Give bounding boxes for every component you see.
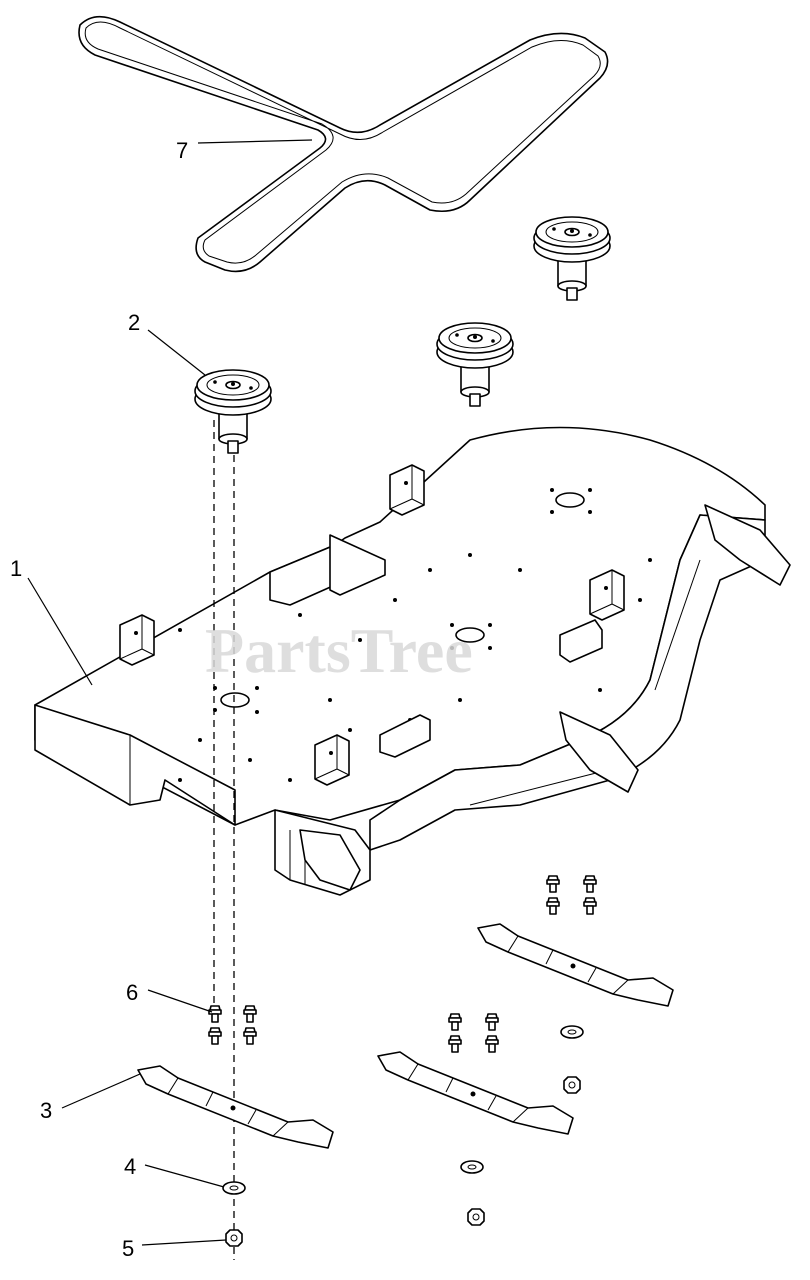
- washer: [222, 1181, 246, 1195]
- leader-line-7: [197, 139, 313, 144]
- mower-blade: [137, 1065, 334, 1149]
- leader-line-4: [144, 1164, 225, 1188]
- bolt-group: [448, 1013, 499, 1053]
- leader-line-6: [147, 989, 213, 1013]
- nut: [225, 1229, 243, 1247]
- leader-line-5: [141, 1239, 227, 1246]
- spindle-assembly: [194, 369, 272, 454]
- watermark: PartsTree: [205, 615, 473, 686]
- washer: [560, 1025, 584, 1039]
- nut: [467, 1208, 485, 1226]
- callout-2: 2: [128, 310, 140, 335]
- mower-deck: [34, 426, 791, 896]
- belt: [78, 15, 609, 273]
- mower-blade: [477, 923, 674, 1007]
- washer: [460, 1160, 484, 1174]
- bolt-group: [546, 875, 597, 915]
- callout-4: 4: [124, 1154, 136, 1179]
- bolt-group: [208, 1005, 257, 1045]
- spindle-assembly: [533, 216, 611, 301]
- callout-5: 5: [122, 1236, 134, 1261]
- leader-line-1: [27, 577, 93, 686]
- spindle-assembly: [436, 322, 514, 407]
- callout-1: 1: [10, 556, 22, 581]
- mower-blade: [377, 1051, 574, 1135]
- leader-line-3: [61, 1073, 141, 1109]
- callout-3: 3: [40, 1098, 52, 1123]
- callout-6: 6: [126, 980, 138, 1005]
- callout-7: 7: [176, 138, 188, 163]
- nut: [563, 1076, 581, 1094]
- leader-line-2: [147, 329, 206, 376]
